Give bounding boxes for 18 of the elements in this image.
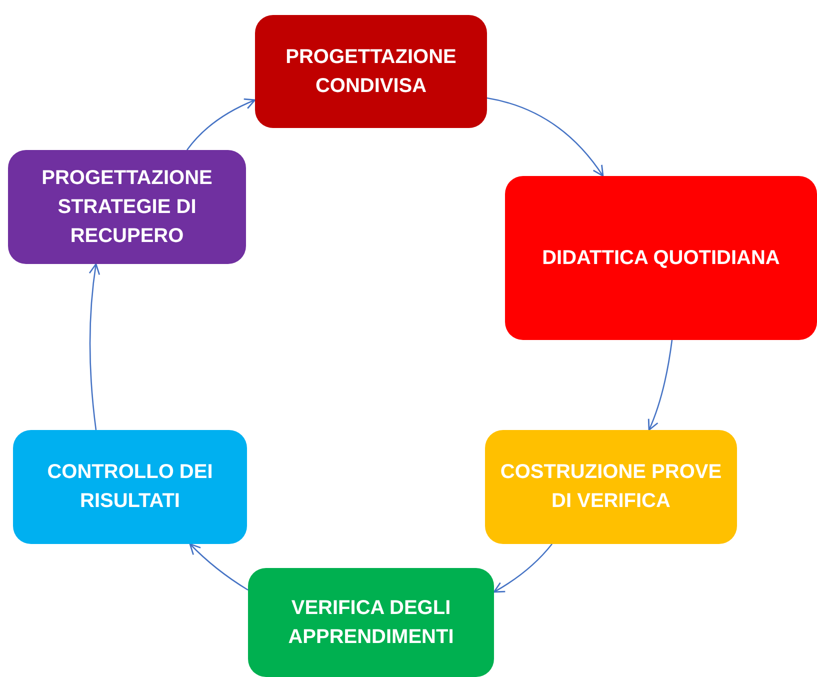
box-label: PROGETTAZIONE STRATEGIE DI RECUPERO <box>40 166 214 248</box>
process-box <box>248 568 494 677</box>
process-box <box>13 430 247 544</box>
box-label: DIDATTICA QUOTIDIANA <box>542 246 780 270</box>
box-label: COSTRUZIONE PROVE DI VERIFICA <box>499 460 723 514</box>
arrow <box>186 98 256 150</box>
box-label: CONTROLLO DEI RISULTATI <box>46 460 214 514</box>
arrow <box>88 263 100 430</box>
arrow <box>493 544 552 593</box>
arrow <box>486 97 604 177</box>
process-box <box>505 176 817 340</box>
arrow <box>189 543 248 591</box>
box-label: PROGETTAZIONE CONDIVISA <box>284 44 458 98</box>
box-label: VERIFICA DEGLI APPRENDIMENTI <box>287 596 455 650</box>
process-box <box>8 150 246 264</box>
process-box <box>255 15 487 128</box>
process-box <box>485 430 737 544</box>
arrow <box>648 340 673 431</box>
